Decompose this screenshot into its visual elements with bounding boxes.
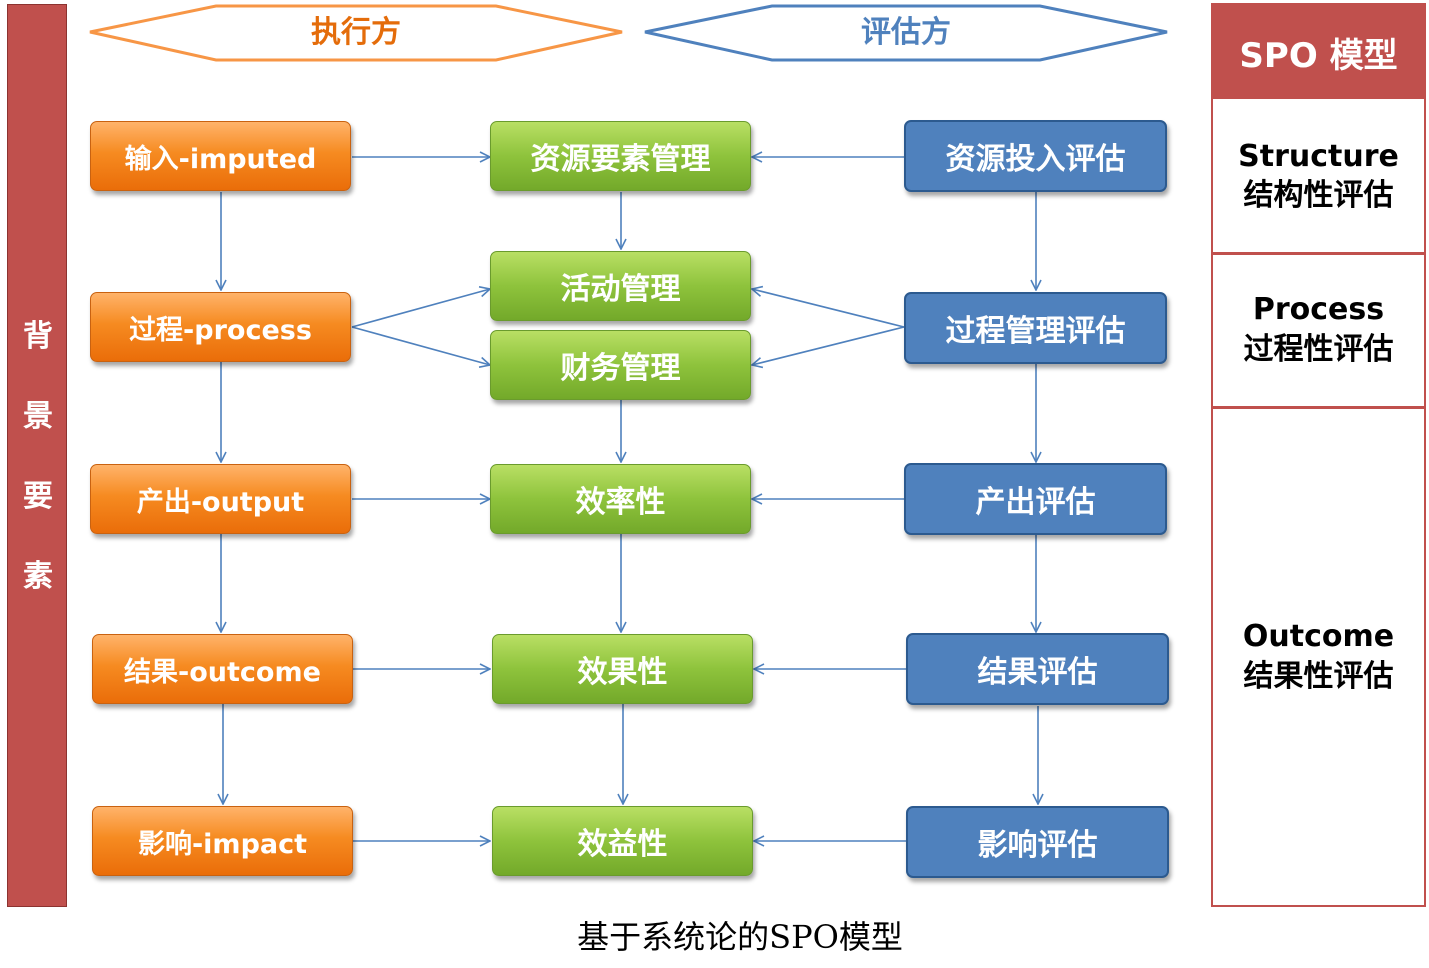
sidebar-char: 景 (23, 399, 53, 434)
evaluation-box-output: 产出评估 (904, 463, 1167, 535)
spo-model-panel: SPO 模型 Structure 结构性评估 Process 过程性评估 Out… (1211, 3, 1426, 907)
spo-structure-en: Structure (1238, 139, 1399, 174)
management-box-benefit: 效益性 (492, 806, 753, 876)
spo-process-zh: 过程性评估 (1243, 332, 1394, 367)
executor-header: 执行方 (311, 15, 401, 50)
spo-process-en: Process (1252, 292, 1385, 327)
arrow-process-to-activity (351, 289, 490, 328)
sidebar-char: 背 (23, 319, 53, 354)
executor-banner-shape (89, 4, 623, 62)
sidebar-char: 要 (23, 479, 53, 514)
management-box-finance: 财务管理 (490, 330, 751, 400)
spo-outcome-zh: 结果性评估 (1243, 659, 1394, 694)
evaluator-banner-shape (644, 4, 1168, 62)
management-box-efficiency: 效率性 (490, 464, 751, 534)
evaluation-box-outcome: 结果评估 (906, 633, 1169, 705)
executor-box-output: 产出-output (90, 464, 351, 534)
evaluation-box-resource: 资源投入评估 (904, 120, 1167, 192)
spo-outcome-en: Outcome (1242, 619, 1395, 654)
evaluation-box-process: 过程管理评估 (904, 292, 1167, 364)
executor-box-process: 过程-process (90, 292, 351, 362)
executor-box-impact: 影响-impact (92, 806, 353, 876)
management-box-activity: 活动管理 (490, 251, 751, 321)
arrow-process-eval-to-activity (752, 289, 905, 328)
executor-box-input: 输入-imputed (90, 121, 351, 191)
evaluation-box-impact: 影响评估 (906, 806, 1169, 878)
executor-box-outcome: 结果-outcome (92, 634, 353, 704)
sidebar-char: 素 (23, 559, 53, 594)
evaluator-header: 评估方 (861, 15, 951, 50)
spo-divider (1213, 252, 1424, 255)
spo-divider (1213, 406, 1424, 409)
background-factors-bar: 背 景 要 素 (7, 4, 67, 907)
arrow-process-to-finance (351, 326, 490, 365)
arrow-process-eval-to-finance (752, 326, 905, 365)
spo-title: SPO 模型 (1213, 5, 1424, 99)
management-box-resource: 资源要素管理 (490, 121, 751, 191)
management-box-effect: 效果性 (492, 634, 753, 704)
spo-structure-zh: 结构性评估 (1243, 178, 1394, 213)
figure-caption: 基于系统论的SPO模型 (577, 918, 903, 956)
